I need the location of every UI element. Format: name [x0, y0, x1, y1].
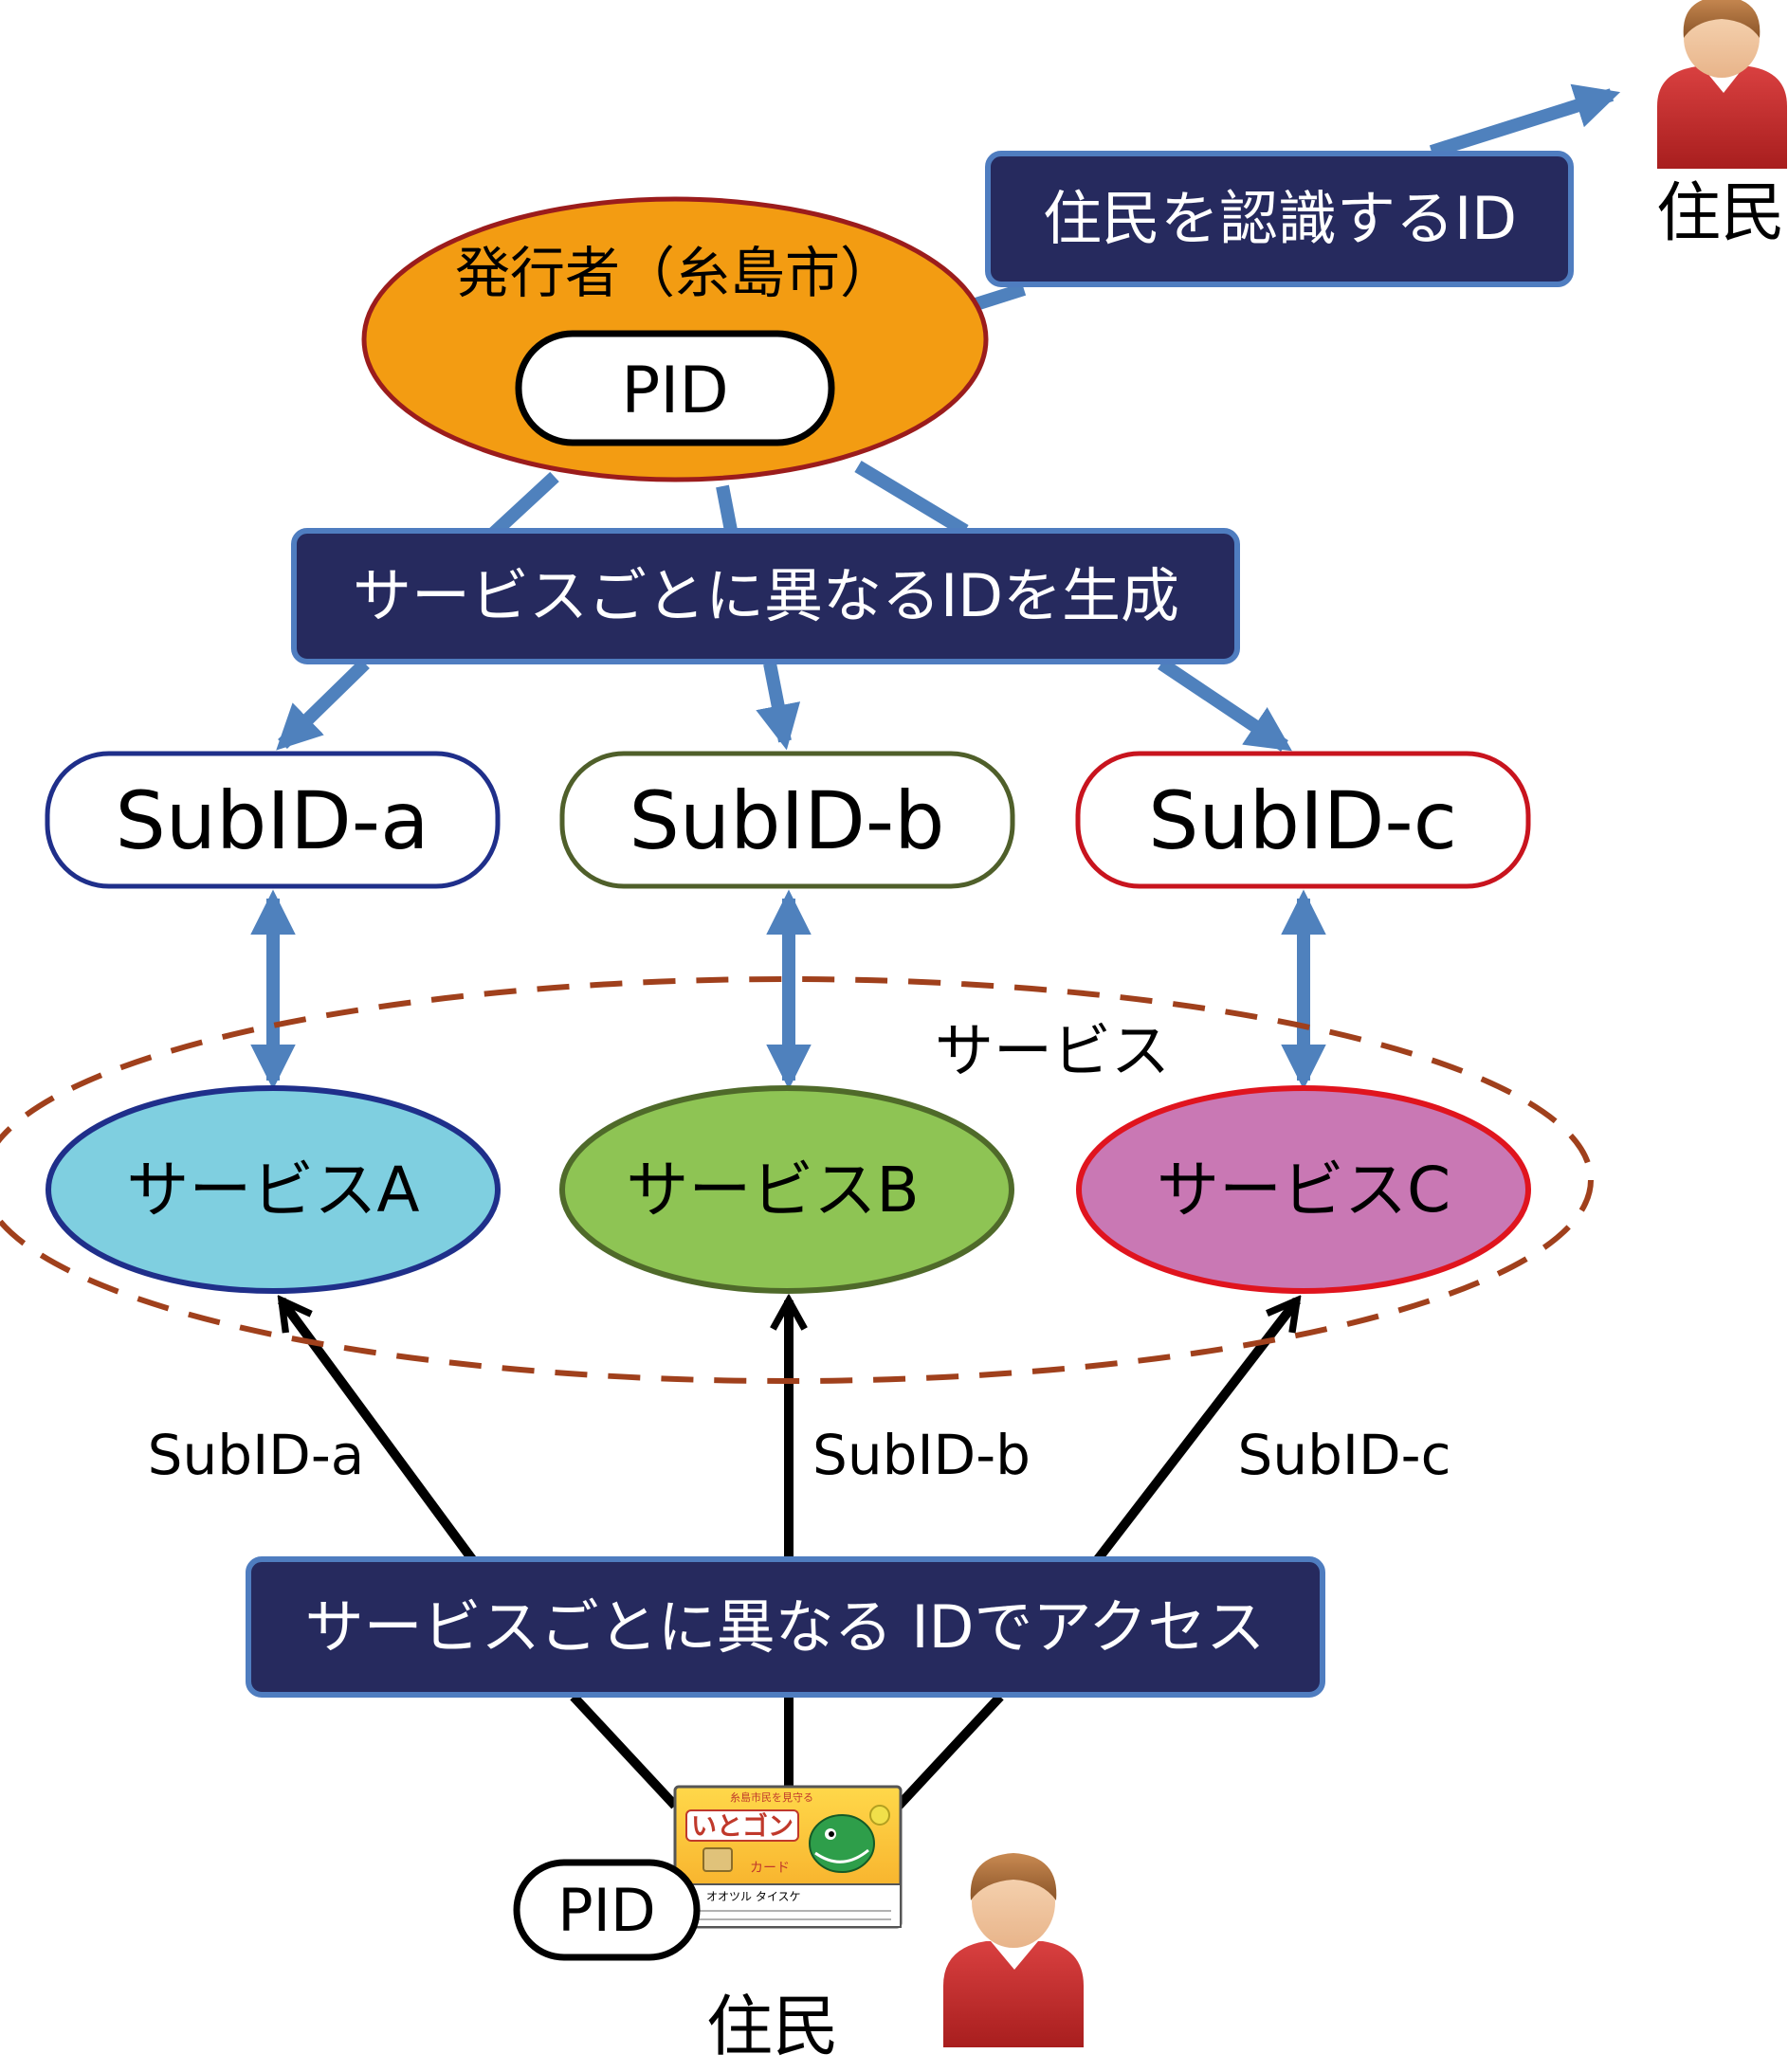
callout-access: サービスごとに異なる IDでアクセス: [246, 1556, 1325, 1698]
resident-top-label: 住民: [1656, 176, 1785, 251]
callout-recognize: 住民を認識するID: [985, 151, 1574, 287]
subid-c: SubID-c: [1075, 751, 1531, 889]
services-group-label: サービス: [935, 1016, 1170, 1085]
person-icon-bottom: [943, 1853, 1084, 2047]
subid-a-label: SubID-a: [115, 774, 429, 867]
link-issuer-generate-1: [486, 471, 559, 541]
resident-bottom-label: 住民: [706, 1988, 839, 2065]
link-issuer-generate-2: [716, 484, 739, 537]
arrow-to-subid-a: [276, 658, 370, 751]
callout-access-text: サービスごとに異なる IDでアクセス: [305, 1592, 1266, 1662]
callout-generate: サービスごとに異なるIDを生成: [291, 528, 1240, 664]
access-label-b: SubID-b: [812, 1423, 1031, 1487]
issuer-pid-label: PID: [621, 354, 728, 428]
service-c: サービスC: [1076, 1085, 1531, 1294]
card-name: オオツル タイスケ: [706, 1890, 800, 1903]
dragon-mascot: [809, 1805, 890, 1873]
resident-bottom: PID 住民: [513, 1853, 1084, 2065]
callout-recognize-text: 住民を認識するID: [1043, 184, 1517, 253]
arrow-to-subid-b: [756, 662, 801, 751]
id-card: 糸島市民を見守る いとゴン カード オオツル タイスケ: [673, 1785, 903, 1929]
card-link-right: [895, 1693, 1004, 1809]
card-sub: カード: [750, 1861, 790, 1876]
subid-c-label: SubID-c: [1148, 774, 1457, 867]
subid-b: SubID-b: [559, 751, 1015, 889]
arrow-to-subid-c: [1158, 658, 1292, 752]
service-b: サービスB: [559, 1085, 1014, 1294]
resident-bottom-pid-box: [513, 1859, 701, 1961]
card-chip: [702, 1847, 733, 1872]
access-label-a: SubID-a: [148, 1423, 365, 1487]
black-connectors: [282, 1300, 1297, 1809]
callout-generate-text: サービスごとに異なるIDを生成: [353, 561, 1179, 630]
issuer-pid-box: [515, 330, 835, 446]
arrow-to-resident-top: [1429, 83, 1621, 158]
card-header: 糸島市民を見守る: [730, 1790, 813, 1804]
services-group-outline: [0, 976, 1594, 1384]
subid-a: SubID-a: [45, 751, 501, 889]
blue-connectors: [250, 83, 1621, 1090]
card-brand: いとゴン: [691, 1811, 794, 1842]
service-a-label: サービスA: [126, 1154, 419, 1227]
subid-b-label: SubID-b: [629, 774, 945, 867]
service-a: サービスA: [46, 1085, 501, 1294]
access-label-c: SubID-c: [1238, 1423, 1451, 1487]
service-c-label: サービスC: [1157, 1154, 1450, 1227]
service-b-label: サービスB: [626, 1154, 919, 1227]
card-link-left: [570, 1693, 679, 1809]
resident-bottom-pid-label: PID: [557, 1876, 655, 1945]
resident-top: 住民: [1656, 0, 1787, 251]
issuer-label: 発行者（糸島市）: [455, 241, 895, 305]
issuer: 発行者（糸島市） PID: [361, 196, 989, 482]
person-icon-top: [1657, 0, 1787, 169]
link-issuer-generate-3: [854, 461, 969, 536]
